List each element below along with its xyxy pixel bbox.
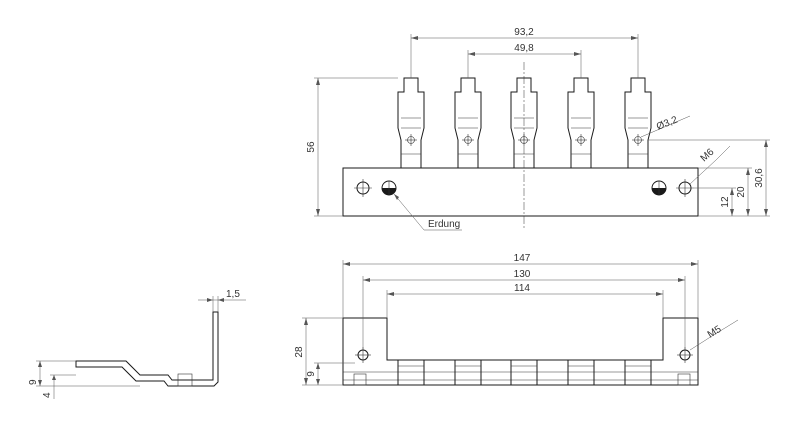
terminal-body [397, 359, 425, 386]
side-view-profile [75, 311, 219, 387]
front-view-outline [342, 317, 699, 386]
terminal-pin [624, 77, 652, 168]
dim-147: 147 [514, 253, 531, 264]
dim-49-8: 49,8 [514, 43, 534, 54]
mounting-hole [354, 179, 372, 197]
terminal-body [624, 359, 652, 386]
dim-hole-diameter: Ø3,2 [655, 114, 680, 132]
terminal-pin [397, 77, 425, 168]
terminal-body [510, 359, 538, 386]
front-view: 147 130 114 28 9 M5 [294, 253, 739, 386]
top-view: 93,2 49,8 56 30,6 20 12 Ø3, [306, 27, 770, 231]
dim-12: 12 [720, 196, 731, 208]
side-view: 1,5 9 4 [28, 289, 246, 399]
terminal-pin [567, 77, 595, 168]
terminal-body [567, 359, 595, 386]
ground-symbol [381, 180, 397, 196]
terminal-pin [510, 77, 538, 168]
dim-130: 130 [514, 269, 531, 280]
dim-30-6: 30,6 [754, 168, 765, 188]
ground-symbol [651, 180, 667, 196]
dim-20: 20 [736, 186, 747, 198]
terminal-body [454, 359, 482, 386]
mounting-hole [676, 179, 694, 197]
dim-114: 114 [514, 283, 530, 294]
top-view-base-bar [342, 167, 699, 217]
dim-9-front: 9 [306, 371, 317, 377]
label-ground: Erdung [428, 219, 460, 230]
dim-4-side: 4 [42, 392, 53, 398]
dim-56: 56 [306, 141, 317, 153]
dim-93-2: 93,2 [514, 27, 534, 38]
dim-9-side: 9 [28, 379, 39, 385]
dim-28: 28 [294, 346, 305, 358]
terminal-pin [454, 77, 482, 168]
dim-thickness: 1,5 [226, 289, 240, 300]
